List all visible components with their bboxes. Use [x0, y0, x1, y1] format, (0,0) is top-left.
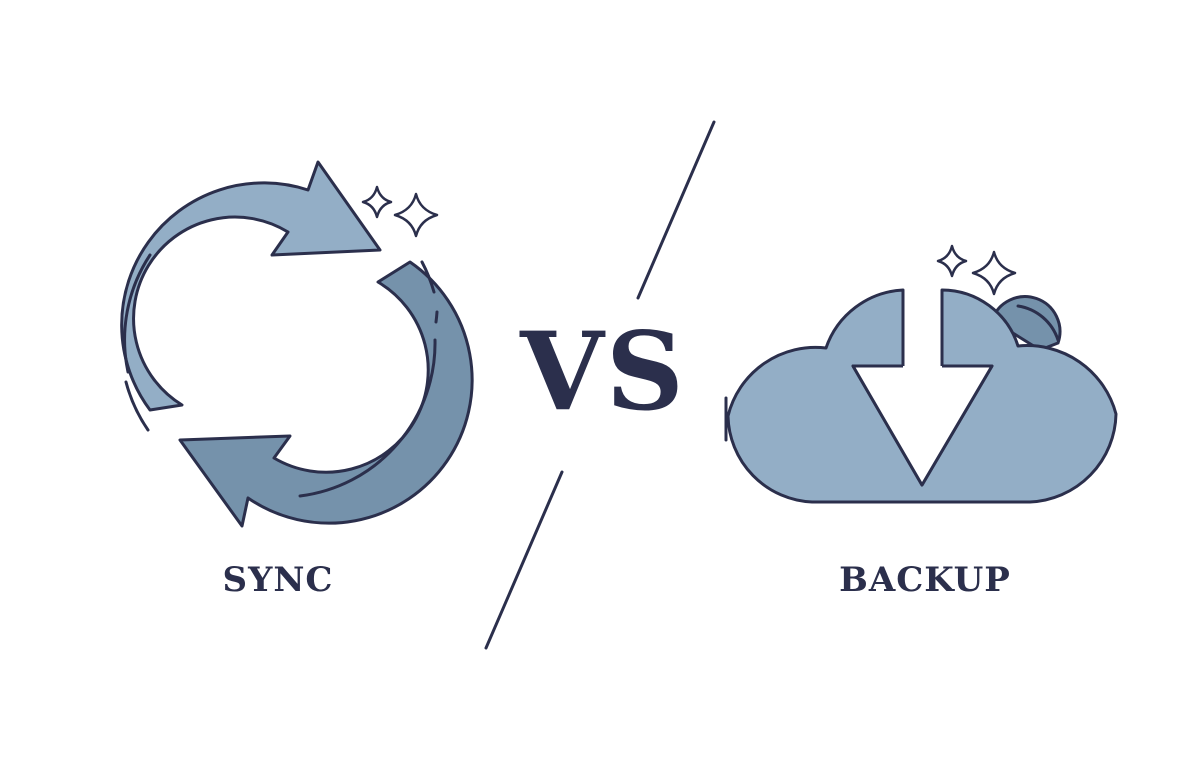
sparkle-icon — [971, 250, 1017, 296]
divider-line — [484, 120, 716, 650]
sync-arrows-icon — [120, 160, 474, 528]
sparkle-icon — [361, 185, 393, 219]
sparkle-icon — [936, 244, 968, 278]
sparkle-icon — [393, 192, 439, 238]
vs-text: VS — [520, 309, 686, 435]
sync-label: SYNC — [222, 560, 334, 600]
cloud-download-icon — [724, 288, 1118, 504]
backup-label: BACKUP — [839, 560, 1011, 600]
